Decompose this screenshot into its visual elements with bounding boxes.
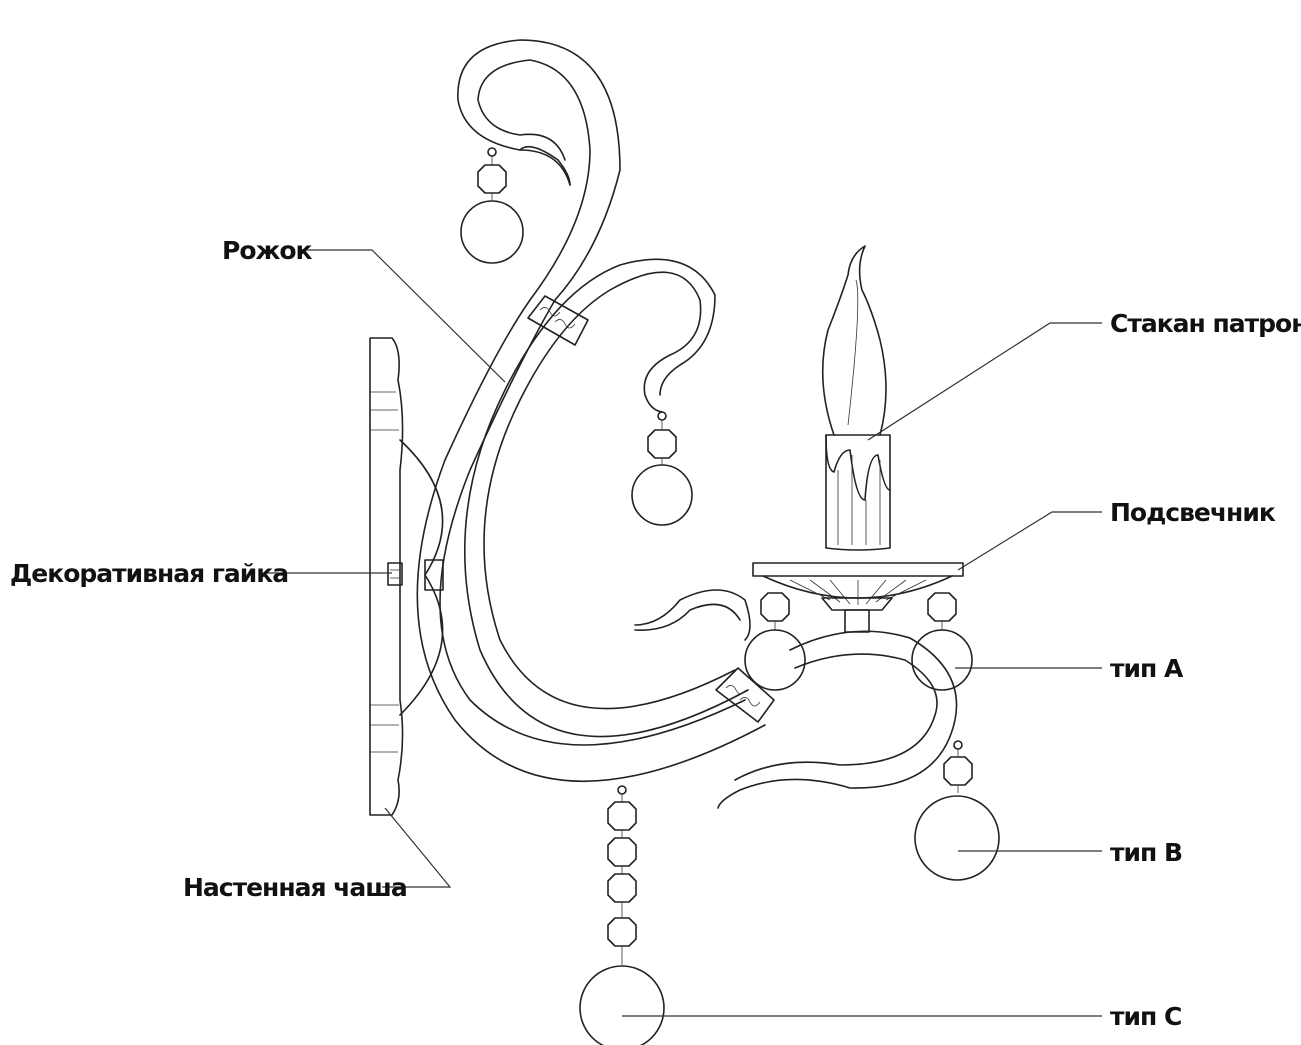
crystal-type-a-right [911,592,973,691]
horn-arm [416,39,766,783]
candle-arm [717,630,958,809]
leader-candlestick [957,511,1102,571]
label-candlestick: Подсвечник [1110,498,1276,527]
leader-wall-cup [382,807,452,888]
label-horn: Рожок [222,236,313,265]
lower-flourish [634,589,751,641]
wall-cup [369,337,444,816]
socket-cup [825,434,891,551]
label-decorative-nut: Декоративная гайка [10,559,289,588]
collar-upper [527,295,589,346]
label-socket-cup: Стакан патрона [1110,309,1301,338]
label-type-a: тип А [1110,654,1183,683]
crystal-type-b [914,740,1000,881]
label-type-b: тип В [1110,838,1183,867]
inner-horn [464,258,749,738]
leader-socket-cup [867,322,1102,441]
crystal-middle [631,411,693,526]
leader-lines [264,249,1102,1017]
crystal-type-c [579,785,665,1045]
collar-lower [715,667,775,723]
wall-stem [424,559,444,591]
crystal-top-left [460,147,524,264]
crystal-type-a-left [744,592,806,691]
label-wall-cup: Настенная чаша [183,873,408,902]
leader-horn [302,249,506,383]
candle-bulb [821,245,887,436]
decorative-nut [387,562,403,586]
candlestick [752,562,964,633]
label-type-c: тип С [1110,1002,1182,1031]
